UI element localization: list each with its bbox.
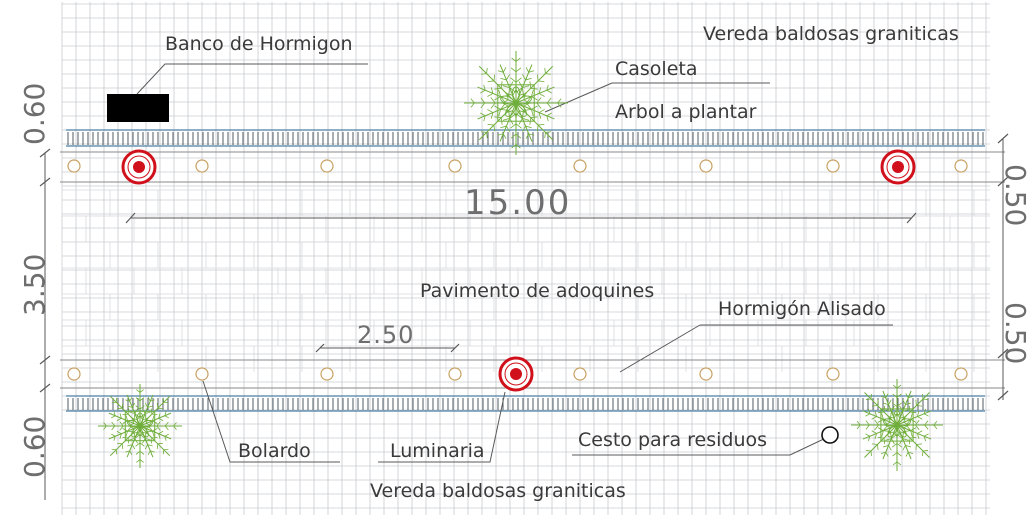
bollard-icon: [954, 367, 968, 381]
hormigon-leader: [619, 324, 701, 373]
label-cesto: Cesto para residuos: [578, 429, 767, 451]
bolardo-leader: [202, 380, 340, 463]
bollard-icon: [573, 159, 587, 173]
dimension-left: 0.60 3.50 0.60: [18, 83, 51, 500]
tree-icon: [464, 51, 568, 155]
dimension-right-top: 0.50: [999, 164, 1032, 226]
tree-icon: [851, 379, 943, 471]
street-lamp-core: [892, 161, 904, 173]
background-grid: [61, 2, 990, 515]
dimension-spacing-label: 2.50: [357, 321, 414, 349]
bollard-icon: [448, 367, 462, 381]
concrete-bench: [107, 94, 169, 122]
bollard-icon: [954, 159, 968, 173]
bollard-icon: [699, 159, 713, 173]
street-lamp-ring: [504, 362, 528, 386]
label-hormigon: Hormigón Alisado: [718, 298, 886, 320]
dimension-bottom-sidewalk: 0.60: [18, 416, 51, 478]
bollard-icon: [67, 159, 81, 173]
bollard-icon: [573, 367, 587, 381]
bollard-icon: [826, 367, 840, 381]
label-luminaria: Luminaria: [390, 440, 485, 462]
tree-icon: [98, 384, 182, 468]
bollard-icon: [320, 367, 334, 381]
bollard-icon: [67, 367, 81, 381]
street-lamp-core: [133, 161, 145, 173]
bollard-icon: [448, 159, 462, 173]
dimension-length-label: 15.00: [464, 183, 571, 223]
cesto-leader: [572, 436, 829, 456]
street-lamp-core: [510, 368, 522, 380]
street-lamp-ring: [886, 155, 910, 179]
bollard-icon: [699, 367, 713, 381]
bollard-icon: [195, 159, 209, 173]
dimension-right: 0.50 0.50: [997, 133, 1032, 401]
bollard-icon: [195, 367, 209, 381]
label-casoleta: Casoleta: [615, 58, 698, 80]
street-lamp-ring: [127, 155, 151, 179]
bench-leader: [136, 63, 368, 95]
trees-group: [98, 51, 943, 471]
luminaria-leader: [378, 391, 506, 463]
label-vereda-bottom: Vereda baldosas graniticas: [370, 480, 626, 502]
label-pavimento: Pavimento de adoquines: [420, 280, 654, 302]
waste-bin-icon: [821, 426, 839, 444]
label-bolardo: Bolardo: [238, 440, 311, 462]
bollards-group: [67, 159, 968, 381]
dimension-spacing: 2.50: [315, 321, 460, 353]
dimension-top-sidewalk: 0.60: [18, 83, 51, 145]
label-banco: Banco de Hormigon: [165, 33, 353, 55]
lamps-group: [121, 149, 916, 392]
dimension-road: 3.50: [18, 254, 51, 316]
curb-top: [66, 129, 985, 147]
dimension-length: 15.00: [125, 183, 917, 224]
dimension-right-bottom: 0.50: [999, 302, 1032, 364]
road-edge-lines: [60, 151, 1005, 389]
curb-bottom: [66, 395, 985, 412]
label-arbol: Arbol a plantar: [615, 101, 757, 123]
label-vereda-top: Vereda baldosas graniticas: [703, 23, 959, 45]
bollard-icon: [320, 159, 334, 173]
casoleta-leader: [544, 82, 613, 113]
bollard-icon: [826, 159, 840, 173]
